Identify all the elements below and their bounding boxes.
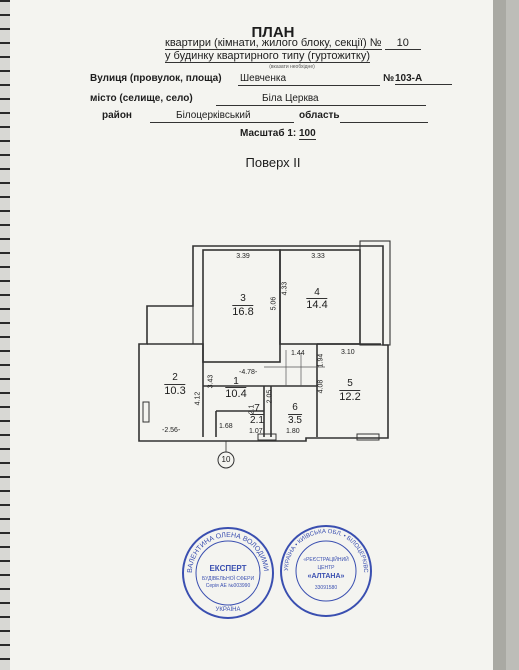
room-5-area: 12.2 [339,390,361,403]
loggia [147,305,194,344]
room-6-label: 6 [292,402,298,413]
room-3-label: 3 [240,293,246,304]
region-underline [340,122,428,123]
registration-stamp-inner1: «РЕЄСТРАЦІЙНИЙ [303,555,349,563]
street-label: Вулиця (провулок, площа) [90,73,222,84]
number-value: 103-А [395,73,453,85]
room-1-area: 10.4 [225,387,247,400]
expert-stamp-title: ЕКСПЕРТ [209,564,246,573]
district-label: район [102,110,132,121]
district-underline [150,122,294,123]
registration-stamp-inner3: «АЛТАНА» [308,573,345,580]
scale-label: Масштаб 1: [240,128,297,139]
scale-value: 100 [299,128,316,140]
apartment-number: 10 [384,37,421,50]
registration-stamp-inner2: ЦЕНТР [317,565,335,571]
scale-line: Масштаб 1: 100 [240,128,316,140]
page-shadow [493,0,506,670]
building-type-line: у будинку квартирного типу (гуртожитку) [165,50,371,63]
outer-wall [138,245,389,442]
registration-stamp: УКРАЇНА • КИЇВСЬКА ОБЛ. • БІЛОЦЕРКІВСЬКЕ… [278,523,372,617]
room-5-label: 5 [347,378,353,389]
window-left [142,401,150,423]
room-7-label: 7 [254,403,260,414]
street-value: Шевченка [240,73,287,84]
plan-subject-label: квартири (кімнати, жилого блоку, секції)… [165,37,382,50]
region-label: область [299,110,340,121]
dim-107: 1.07 [249,428,263,435]
city-underline [216,105,426,106]
expert-stamp-bottom: УКРАЇНА [216,606,241,613]
number-label: № [383,73,395,84]
dim-412: 4.12 [194,391,202,406]
document-title: ПЛАН [251,24,295,41]
dim-310: 3.10 [341,349,355,356]
dim-333: 3.33 [311,253,325,260]
room-2-area: 10.3 [164,384,186,397]
expert-stamp-line2: Серія АЕ №003990 [206,583,251,589]
room-1-label: 1 [233,376,239,387]
city-value: Біла Церква [262,93,319,104]
dim-168: 1.68 [219,423,233,430]
dim-506: 5.06 [270,296,278,311]
room-2-label: 2 [172,372,178,383]
window-bottom [356,433,380,441]
dim-194: 1.94 [317,353,325,368]
room-6-area: 3.5 [288,414,302,426]
note-text: (вказати необхідне) [269,64,315,70]
binder-edge [0,0,10,670]
dim-21: 2.1 [248,404,256,415]
street-underline [238,85,380,86]
plan-subject-line: квартири (кімнати, жилого блоку, секції)… [165,37,421,50]
room-4-area: 14.4 [306,298,328,311]
dim-478: -4.78- [239,369,258,376]
room-3-area: 16.8 [232,305,254,318]
document-sheet: ПЛАН квартири (кімнати, жилого блоку, се… [10,0,506,670]
dim-205: 2.05 [266,389,274,404]
axis-label: 10 [221,455,231,464]
dim-408: 4.08 [317,379,325,394]
expert-stamp-line1: БУДІВЕЛЬНОЇ СФЕРИ [202,575,254,582]
district-value: Білоцерківський [176,110,251,121]
dim-256: -2.56- [162,427,181,434]
dim-180: 1.80 [286,428,300,435]
floor-title: Поверх ІІ [245,155,301,170]
expert-stamp: ВАЛЕНТИНА ОЛЕНА ВОЛОДИМИРІВНА ЕКСПЕРТ БУ… [180,525,274,619]
dim-343: 3.43 [207,374,215,389]
room-4-label: 4 [314,287,320,298]
city-label: місто (селище, село) [90,93,193,104]
dim-144: 1.44 [291,350,305,357]
dim-433: 4.33 [281,281,289,296]
registration-stamp-code: 33091580 [315,585,337,591]
dim-339: 3.39 [236,253,250,260]
room-7-area: 2.1 [250,414,264,426]
balcony [359,240,391,346]
